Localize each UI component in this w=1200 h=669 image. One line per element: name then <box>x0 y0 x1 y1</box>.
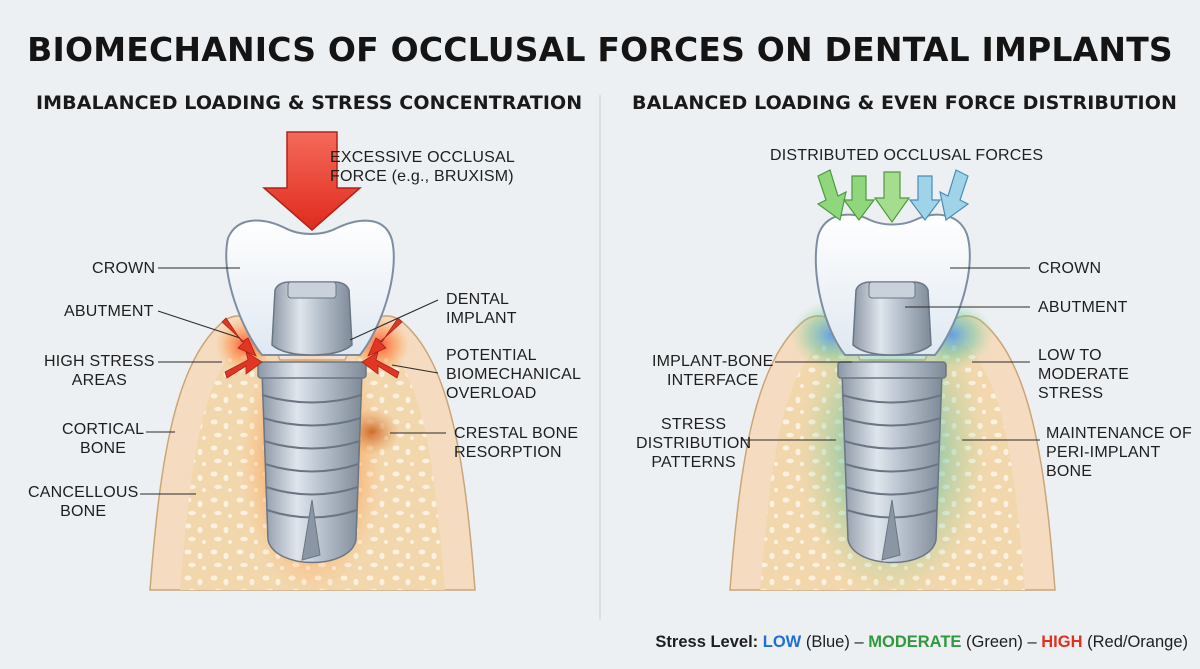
high-stress-areas-label: HIGH STRESS AREAS <box>44 353 155 389</box>
legend-dash-1: – <box>854 633 864 651</box>
right-panel-heading: BALANCED LOADING & EVEN FORCE DISTRIBUTI… <box>632 92 1177 114</box>
cancellous-bone-label: CANCELLOUS BONE <box>28 484 139 520</box>
low-moderate-stress-label: LOW TO MODERATE STRESS <box>1038 347 1130 402</box>
peri-implant-bone-label: MAINTENANCE OF PERI-IMPLANT BONE <box>1046 425 1192 480</box>
implant-bone-interface-label: IMPLANT-BONE INTERFACE <box>652 353 774 389</box>
page-title: BIOMECHANICS OF OCCLUSAL FORCES ON DENTA… <box>27 30 1173 69</box>
legend-low-note: (Blue) <box>805 633 850 651</box>
legend-low: LOW <box>762 633 802 651</box>
legend-high-note: (Red/Orange) <box>1087 633 1188 651</box>
legend-high: HIGH <box>1041 633 1083 651</box>
legend-moderate: MODERATE <box>868 633 962 651</box>
left-panel-heading: IMBALANCED LOADING & STRESS CONCENTRATIO… <box>36 92 583 114</box>
dental-implant-label: DENTAL IMPLANT <box>446 291 517 327</box>
legend-moderate-note: (Green) <box>966 633 1023 651</box>
distributed-forces-label: DISTRIBUTED OCCLUSAL FORCES <box>770 147 1044 164</box>
cortical-bone-label: CORTICAL BONE <box>62 421 145 457</box>
legend-prefix: Stress Level: <box>655 633 759 651</box>
stress-level-legend: Stress Level: LOW (Blue) – MODERATE (Gre… <box>628 633 1188 652</box>
crestal-bone-resorption-label: CRESTAL BONE RESORPTION <box>454 425 579 461</box>
left-crown-label: CROWN <box>92 260 156 277</box>
right-abutment-label: ABUTMENT <box>1038 299 1128 316</box>
legend-dash-2: – <box>1027 633 1037 651</box>
left-abutment-label: ABUTMENT <box>64 303 154 320</box>
right-illustration <box>729 169 1056 600</box>
right-crown-label: CROWN <box>1038 260 1102 277</box>
left-illustration <box>140 131 476 595</box>
biomechanical-overload-label: POTENTIAL BIOMECHANICAL OVERLOAD <box>446 347 582 402</box>
stress-distribution-patterns-label: STRESS DISTRIBUTION PATTERNS <box>636 416 752 471</box>
excessive-force-label: EXCESSIVE OCCLUSAL FORCE (e.g., BRUXISM) <box>330 149 515 185</box>
